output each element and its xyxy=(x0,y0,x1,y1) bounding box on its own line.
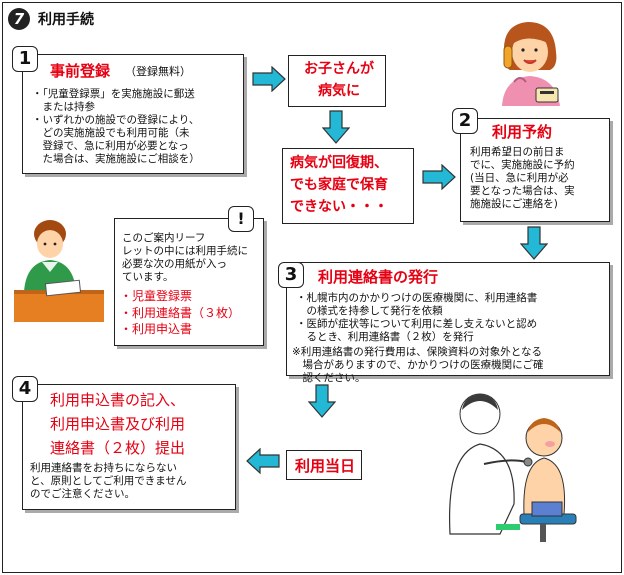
info-box xyxy=(114,218,264,346)
step1-notes: ・「児童登録票」を実施施設に郵送 または持参 ・いずれかの施設での登録により、 … xyxy=(32,88,200,165)
step4-title: 利用申込書の記入、 利用申込書及び利用 連絡書（２枚）提出 xyxy=(50,391,186,457)
arrow-right-icon xyxy=(252,66,286,92)
sick-text: お子さんが 病気に xyxy=(304,61,374,99)
step1-title: 事前登録 xyxy=(50,62,111,80)
woman-on-phone-illustration xyxy=(502,22,560,106)
arrow-right-icon xyxy=(422,164,456,190)
info-mark: ! xyxy=(228,206,254,232)
day-text: 利用当日 xyxy=(294,457,355,475)
step2-notes: 利用希望日の前日ま でに、実施施設に予約 (当日、急に利用が必 要となった場合は… xyxy=(470,146,575,210)
step3-number: 3 xyxy=(278,262,304,288)
arrow-down-icon xyxy=(308,384,336,418)
step3-remark: ※利用連絡書の発行費用は、保険資料の対象外となる 場合がありますので、かかりつけ… xyxy=(292,346,544,384)
step1-box xyxy=(22,54,244,174)
step4-notes: 利用連絡書をお持ちにならない と、原則としてご利用できません のでご注意ください… xyxy=(30,462,187,500)
sick-box xyxy=(288,55,386,107)
step1-number: 1 xyxy=(12,46,38,72)
arrow-left-icon xyxy=(246,448,280,474)
step4-number: 4 xyxy=(12,376,38,402)
step2-box xyxy=(460,118,610,222)
info-form-list: ・児童登録票 ・利用連絡書（３枚） ・利用申込書 xyxy=(120,288,240,338)
doctor-examining-child-illustration xyxy=(448,393,577,542)
arrow-down-icon xyxy=(322,110,350,144)
recovery-box xyxy=(282,148,414,224)
recovery-text: 病気が回復期、 でも家庭で保育 できない・・・ xyxy=(290,155,388,215)
step3-box xyxy=(286,262,610,376)
info-form-item: ・利用連絡書（３枚） xyxy=(120,305,241,320)
man-reading-illustration xyxy=(14,220,104,322)
page-title: 利用手続 xyxy=(38,12,94,28)
step3-notes: ・札幌市内のかかりつけの医療機関に、利用連絡書 の様式を持参して発行を依頼 ・医… xyxy=(296,292,538,343)
info-form-item: ・児童登録票 xyxy=(120,289,193,303)
step2-title: 利用予約 xyxy=(492,123,553,141)
step4-box xyxy=(22,384,236,510)
day-box xyxy=(286,450,362,480)
info-text: このご案内リーフ レットの中には利用手続に 必要な次の用紙が入っ ています。 xyxy=(122,232,248,283)
step-number-badge: 7 xyxy=(8,8,30,30)
step2-number: 2 xyxy=(452,108,478,134)
step3-title: 利用連絡書の発行 xyxy=(318,268,439,286)
step1-subtitle: （登録無料） xyxy=(125,65,191,78)
arrow-down-icon xyxy=(520,226,548,260)
info-form-item: ・利用申込書 xyxy=(120,322,193,336)
